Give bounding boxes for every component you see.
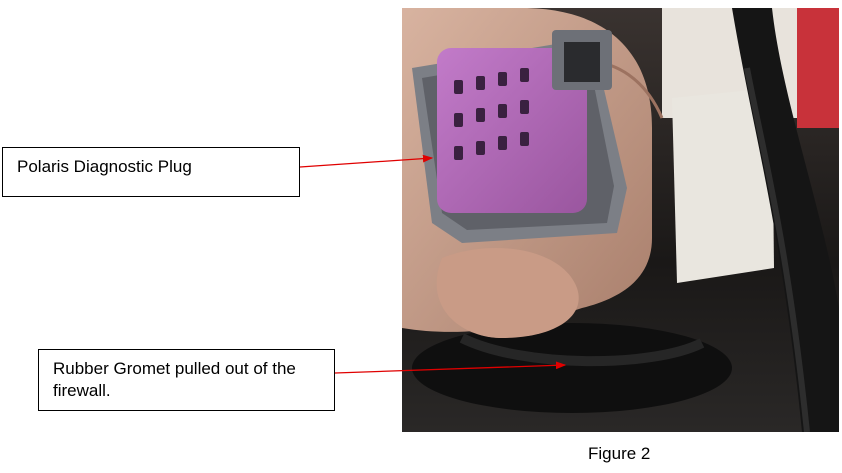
connector-photo-drawing	[402, 8, 839, 432]
figure-caption: Figure 2	[588, 444, 651, 463]
rubber-grommet-callout: Rubber Gromet pulled out of the firewall…	[38, 349, 335, 411]
diagnostic-plug-callout: Polaris Diagnostic Plug	[2, 147, 300, 197]
connector-photo	[402, 8, 839, 432]
rubber-grommet-label: Rubber Gromet pulled out of the firewall…	[53, 359, 296, 400]
diagnostic-plug-label: Polaris Diagnostic Plug	[17, 157, 192, 176]
